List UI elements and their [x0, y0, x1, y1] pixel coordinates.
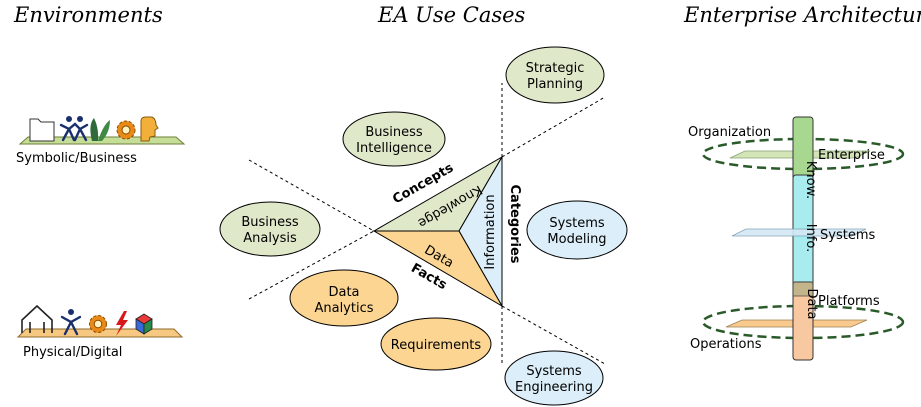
systems-label: Systems	[820, 228, 875, 243]
information-label: Information	[483, 194, 498, 269]
axis-lines	[248, 83, 606, 365]
organization-label: Organization	[688, 125, 771, 140]
people-group-icon	[59, 116, 89, 142]
svg-text:Systems: Systems	[526, 364, 581, 379]
know-bar-label: Know.	[803, 161, 818, 199]
use-case-systems-modeling: Systems Modeling	[526, 200, 628, 260]
enterprise-label: Enterprise	[818, 148, 885, 163]
use-case-business-intelligence: Business Intelligence	[342, 111, 446, 167]
svg-text:Analysis: Analysis	[243, 231, 297, 246]
data-bar-label: Data	[804, 288, 819, 319]
svg-text:Business: Business	[365, 125, 423, 140]
physical-digital-environment	[16, 304, 184, 338]
svg-text:Strategic: Strategic	[526, 61, 585, 76]
info-bar-label: Info.	[803, 224, 818, 253]
svg-text:Business: Business	[241, 215, 299, 230]
platforms-label: Platforms	[818, 294, 880, 309]
architecture-header: Enterprise Architecture	[683, 3, 921, 27]
lightning-icon	[116, 311, 128, 336]
person-icon	[60, 309, 82, 336]
cube-icon	[135, 313, 153, 335]
svg-text:Analytics: Analytics	[314, 301, 373, 316]
house-icon	[21, 304, 53, 333]
head-icon	[140, 116, 159, 142]
systems-plane	[731, 228, 867, 237]
gear-icon	[116, 120, 136, 140]
leaf-icon	[90, 118, 110, 141]
svg-text:Data: Data	[328, 285, 359, 300]
data-segment	[372, 230, 504, 308]
use-cases-header: EA Use Cases	[377, 3, 526, 27]
symbolic-business-label: Symbolic/Business	[16, 151, 137, 166]
knowledge-triangle	[372, 155, 504, 308]
svg-text:Modeling: Modeling	[547, 232, 606, 247]
use-case-requirements: Requirements	[380, 317, 492, 371]
environments-header: Environments	[13, 3, 163, 27]
operations-label: Operations	[690, 337, 762, 352]
symbolic-business-environment	[18, 116, 186, 145]
gear-icon	[89, 315, 107, 333]
categories-label: Categories	[507, 184, 522, 263]
folder-icon	[29, 118, 55, 142]
use-case-systems-engineering: Systems Engineering	[504, 350, 604, 406]
svg-text:Requirements: Requirements	[391, 338, 482, 353]
svg-text:Systems: Systems	[549, 216, 604, 231]
use-case-data-analytics: Data Analytics	[289, 269, 399, 327]
use-case-strategic-planning: Strategic Planning	[505, 46, 605, 104]
svg-text:Intelligence: Intelligence	[356, 141, 432, 156]
svg-text:Planning: Planning	[527, 77, 583, 92]
svg-text:Engineering: Engineering	[515, 380, 593, 395]
use-case-business-analysis: Business Analysis	[219, 201, 321, 257]
physical-digital-label: Physical/Digital	[23, 345, 122, 360]
